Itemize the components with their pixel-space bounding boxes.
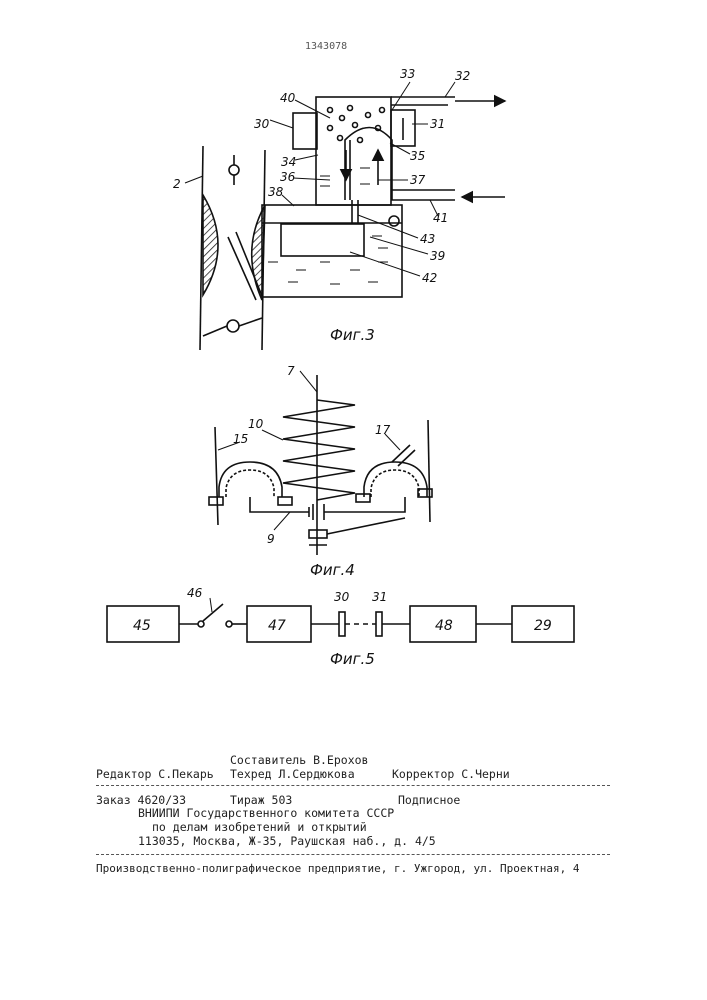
figure-5 — [107, 598, 574, 642]
block-29: 29 — [534, 618, 552, 634]
fig4-label: 17 — [375, 423, 391, 437]
fig3-label: 30 — [254, 117, 270, 131]
org-line-2: по делам изобретений и открытий — [152, 820, 367, 834]
fig3-label: 33 — [400, 67, 415, 81]
fig4-caption: Фиг.4 — [310, 561, 355, 579]
fig5-caption: Фиг.5 — [330, 650, 375, 668]
fig3-label: 40 — [280, 91, 296, 105]
divider — [96, 785, 610, 786]
fig3-label: 37 — [410, 173, 426, 187]
editor: Редактор С.Пекарь — [96, 767, 214, 781]
fig4-label: 15 — [233, 432, 248, 446]
fig4-label: 9 — [267, 532, 275, 546]
compiler: Составитель В.Ерохов — [230, 753, 368, 767]
printer: Производственно-полиграфическое предприя… — [96, 862, 579, 876]
fig3-label: 42 — [422, 271, 437, 285]
fig3-caption: Фиг.3 — [330, 326, 375, 344]
fig4-label: 7 — [287, 364, 295, 378]
fig3-label: 2 — [173, 177, 181, 191]
fig3-label: 31 — [430, 117, 445, 131]
fig3-label: 36 — [280, 170, 296, 184]
block-45: 45 — [133, 618, 151, 634]
figure-4 — [209, 371, 432, 555]
fig5-label: 46 — [187, 586, 203, 600]
fig3-label: 32 — [455, 69, 470, 83]
block-48: 48 — [435, 618, 453, 634]
fig3-label: 34 — [281, 155, 296, 169]
fig5-label: 31 — [372, 590, 387, 604]
corrector: Корректор С.Черни — [392, 767, 510, 781]
subscription: Подписное — [398, 793, 460, 807]
org-line-1: ВНИИПИ Государственного комитета СССР — [138, 806, 394, 820]
techred: Техред Л.Сердюкова — [230, 767, 355, 781]
figure-4-labels: 7 10 17 15 9 Фиг.4 — [233, 364, 391, 579]
page-number: 1343078 — [305, 41, 347, 52]
fig3-label: 39 — [430, 249, 445, 263]
fig5-label: 30 — [334, 590, 350, 604]
order: Заказ 4620/33 — [96, 793, 186, 807]
fig3-label: 38 — [268, 185, 284, 199]
org-line-3: 113035, Москва, Ж-35, Раушская наб., д. … — [138, 834, 436, 848]
fig3-label: 41 — [433, 211, 448, 225]
fig3-label: 43 — [420, 232, 435, 246]
fig4-label: 10 — [248, 417, 264, 431]
fig3-label: 35 — [410, 149, 425, 163]
circulation: Тираж 503 — [230, 793, 292, 807]
figure-5-labels: 45 46 47 30 31 48 29 Фиг.5 — [133, 586, 552, 668]
figure-3 — [185, 82, 505, 350]
block-47: 47 — [268, 618, 286, 634]
divider — [96, 854, 610, 855]
